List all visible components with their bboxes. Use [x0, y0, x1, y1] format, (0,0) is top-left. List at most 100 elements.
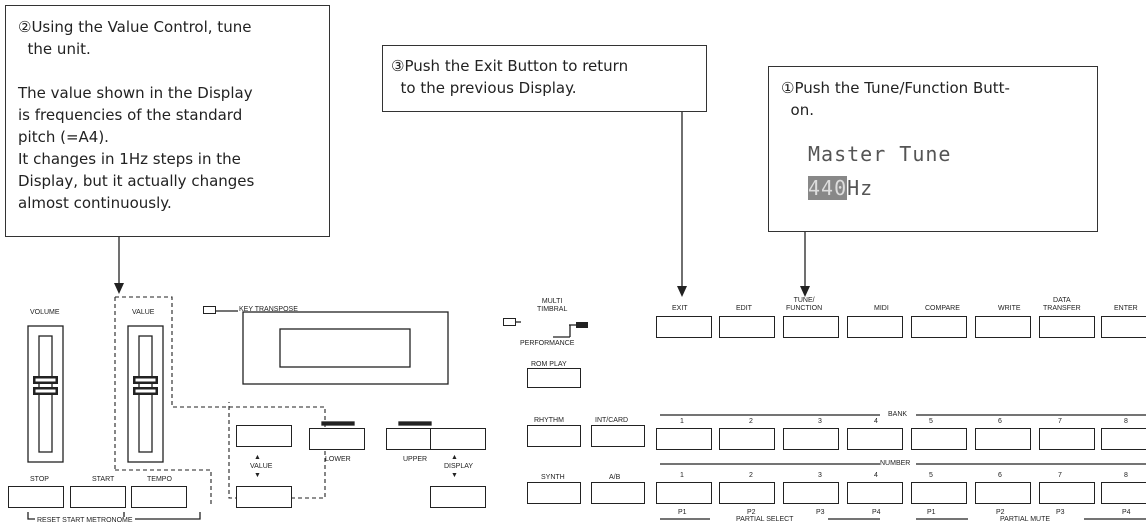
rom-play-button[interactable]	[527, 368, 581, 388]
tune-function-label: TUNE/ FUNCTION	[786, 297, 823, 312]
bank-number-6: 6	[998, 418, 1002, 425]
number-number-8: 8	[1124, 472, 1128, 479]
ab-button[interactable]	[591, 482, 645, 504]
bank-button-4[interactable]	[847, 428, 903, 450]
number-button-1[interactable]	[656, 482, 712, 504]
bank-number-3: 3	[818, 418, 822, 425]
compare-label: COMPARE	[925, 305, 960, 312]
value-control-body: The value shown in the Display is freque…	[18, 84, 255, 212]
number-button-6[interactable]	[975, 482, 1031, 504]
stop-label: STOP	[30, 476, 49, 483]
partial-label-8: P4	[1122, 509, 1131, 516]
enter-button[interactable]	[1101, 316, 1146, 338]
midi-label: MIDI	[874, 305, 889, 312]
start-label: START	[92, 476, 115, 483]
stop-button[interactable]	[8, 486, 64, 508]
number-button-3[interactable]	[783, 482, 839, 504]
synth-label: SYNTH	[541, 474, 565, 481]
bank-button-1[interactable]	[656, 428, 712, 450]
display-down-button[interactable]	[430, 486, 486, 508]
value-down-arrow: ▼	[254, 472, 261, 479]
partial-mute-label: PARTIAL MUTE	[1000, 516, 1051, 523]
performance-label: PERFORMANCE	[520, 340, 575, 347]
partial-label-3: P3	[816, 509, 825, 516]
upper-label: UPPER	[403, 456, 428, 463]
number-button-7[interactable]	[1039, 482, 1095, 504]
rom-play-label: ROM PLAY	[531, 361, 567, 368]
data-transfer-button[interactable]	[1039, 316, 1095, 338]
write-label: WRITE	[998, 305, 1021, 312]
partial-label-6: P2	[996, 509, 1005, 516]
number-button-8[interactable]	[1101, 482, 1146, 504]
value-up-arrow: ▲	[254, 454, 261, 461]
bank-button-5[interactable]	[911, 428, 967, 450]
number-number-5: 5	[929, 472, 933, 479]
value-control-heading: ②Using the Value Control, tune the unit.	[18, 18, 252, 58]
number-number-3: 3	[818, 472, 822, 479]
partial-label-7: P3	[1056, 509, 1065, 516]
lcd-line2: 440Hz	[808, 176, 873, 200]
number-number-4: 4	[874, 472, 878, 479]
write-button[interactable]	[975, 316, 1031, 338]
compare-button[interactable]	[911, 316, 967, 338]
number-button-2[interactable]	[719, 482, 775, 504]
multi-timbral-label: MULTI TIMBRAL	[537, 298, 568, 313]
number-button-4[interactable]	[847, 482, 903, 504]
lcd-line1: Master Tune	[808, 142, 952, 166]
exit-callout: ③Push the Exit Button to return to the p…	[382, 45, 707, 112]
display-arrow-label: DISPLAY	[444, 463, 474, 470]
lcd-unit: Hz	[847, 176, 874, 200]
exit-label: EXIT	[672, 305, 688, 312]
synth-button[interactable]	[527, 482, 581, 504]
bank-number-2: 2	[749, 418, 753, 425]
data-transfer-label: DATA TRANSFER	[1043, 297, 1081, 312]
midi-button[interactable]	[847, 316, 903, 338]
number-button-5[interactable]	[911, 482, 967, 504]
int-card-label: INT/CARD	[595, 417, 629, 424]
exit-callout-text: ③Push the Exit Button to return to the p…	[391, 57, 629, 97]
bank-button-8[interactable]	[1101, 428, 1146, 450]
rhythm-label: RHYTHM	[534, 417, 564, 424]
rhythm-button[interactable]	[527, 425, 581, 447]
bank-number-4: 4	[874, 418, 878, 425]
volume-label: VOLUME	[30, 309, 60, 316]
display-up-button[interactable]	[430, 428, 486, 450]
key-transpose-led	[203, 306, 216, 314]
tune-function-heading: ①Push the Tune/Function Butt- on.	[781, 79, 1010, 119]
reset-start-metronome-label: RESET START METRONOME	[35, 517, 135, 524]
tempo-button[interactable]	[131, 486, 187, 508]
bank-label: BANK	[888, 411, 908, 418]
value-slider-label: VALUE	[132, 309, 155, 316]
bank-number-7: 7	[1058, 418, 1062, 425]
value-down-button[interactable]	[236, 486, 292, 508]
int-card-button[interactable]	[591, 425, 645, 447]
number-number-6: 6	[998, 472, 1002, 479]
tune-function-button[interactable]	[783, 316, 839, 338]
tempo-label: TEMPO	[147, 476, 172, 483]
partial-label-4: P4	[872, 509, 881, 516]
bank-number-5: 5	[929, 418, 933, 425]
bank-button-7[interactable]	[1039, 428, 1095, 450]
bank-button-6[interactable]	[975, 428, 1031, 450]
tune-function-callout: ①Push the Tune/Function Butt- on.	[768, 66, 1098, 232]
partial-label-1: P1	[678, 509, 687, 516]
edit-button[interactable]	[719, 316, 775, 338]
lcd-value: 440	[808, 176, 848, 200]
enter-label: ENTER	[1114, 305, 1138, 312]
multi-timbral-led	[503, 318, 516, 326]
value-up-button[interactable]	[236, 425, 292, 447]
value-control-callout: ②Using the Value Control, tune the unit.…	[5, 5, 330, 237]
edit-label: EDIT	[736, 305, 752, 312]
exit-button[interactable]	[656, 316, 712, 338]
number-number-7: 7	[1058, 472, 1062, 479]
lower-button[interactable]	[309, 428, 365, 450]
start-button[interactable]	[70, 486, 126, 508]
lower-label: LOWER	[325, 456, 351, 463]
bank-button-2[interactable]	[719, 428, 775, 450]
display-down-arrow: ▼	[451, 472, 458, 479]
partial-select-label: PARTIAL SELECT	[736, 516, 794, 523]
number-number-1: 1	[680, 472, 684, 479]
bank-button-3[interactable]	[783, 428, 839, 450]
bank-number-1: 1	[680, 418, 684, 425]
value-arrow-label: VALUE	[250, 463, 273, 470]
